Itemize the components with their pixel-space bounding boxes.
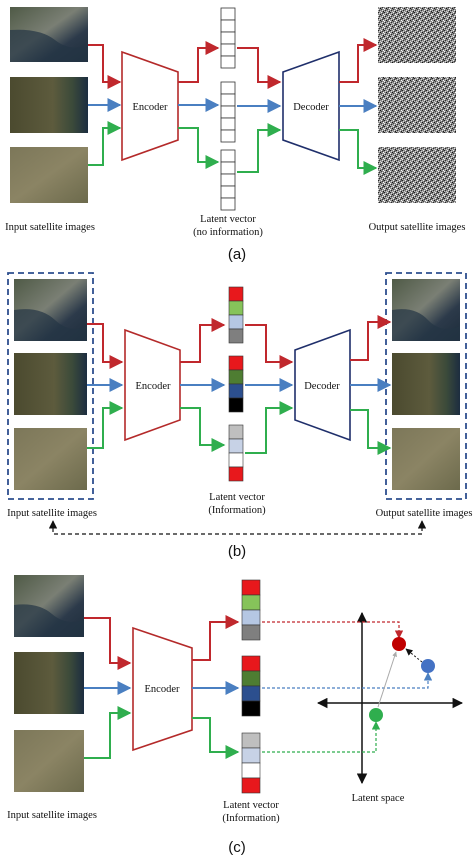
arrow-green-dec xyxy=(237,123,282,173)
output-image-3 xyxy=(392,428,460,490)
arrow-green-in xyxy=(84,706,132,759)
decoder-block xyxy=(282,50,340,162)
decoder-label: Decoder xyxy=(304,381,340,392)
decoder-label: Decoder xyxy=(293,102,329,113)
satellite-image-2 xyxy=(14,353,87,415)
arrow-green-out xyxy=(350,409,392,455)
arrow-red-mid xyxy=(180,318,226,363)
output-caption: Output satellite images xyxy=(376,508,473,519)
satellite-image-2 xyxy=(10,77,88,133)
reconstruction-loss-arrow xyxy=(48,520,427,535)
latent-vector-colored-2 xyxy=(228,355,244,413)
latent-point-red xyxy=(392,637,406,651)
satellite-image-3 xyxy=(14,730,84,792)
encoder-label: Encoder xyxy=(136,381,171,392)
latent-vector-empty-2 xyxy=(220,81,236,143)
relation-green-red xyxy=(377,651,397,708)
output-caption: Output satellite images xyxy=(369,222,466,233)
arrow-red-mid xyxy=(192,615,240,661)
panel-a: Encoder Decoder Input satellit xyxy=(5,7,465,263)
projection-green xyxy=(262,721,381,753)
arrow-red-in xyxy=(87,323,124,369)
satellite-image-2 xyxy=(14,652,84,714)
arrow-green-mid xyxy=(192,717,240,759)
latent-point-blue xyxy=(421,659,435,673)
noise-image-1 xyxy=(378,7,456,63)
projection-red xyxy=(262,621,404,639)
arrow-red-in xyxy=(88,44,122,89)
output-dashed-box xyxy=(385,272,467,500)
arrow-green-out xyxy=(339,129,378,175)
latent-space-caption: Latent space xyxy=(352,793,405,804)
relation-blue-red xyxy=(405,648,423,663)
coastline-1 xyxy=(10,29,88,62)
decoder-block xyxy=(294,328,351,442)
arrow-red-in xyxy=(84,617,132,670)
latent-vector-colored-1 xyxy=(228,286,244,344)
noise-image-3 xyxy=(378,147,456,203)
arrow-red-dec xyxy=(237,47,282,89)
arrow-green-mid xyxy=(178,127,220,169)
latent-caption-line2: (Information) xyxy=(222,813,280,824)
latent-caption-line1: Latent vector xyxy=(223,800,279,811)
latent-caption-line2: (no information) xyxy=(193,227,263,238)
arrow-red-mid xyxy=(178,41,220,83)
arrow-green-in xyxy=(87,401,124,449)
panel-b: Encoder Decoder Input satellite images L… xyxy=(7,272,473,560)
encoder-block xyxy=(132,626,193,752)
encoder-label: Encoder xyxy=(145,684,180,695)
input-caption: Input satellite images xyxy=(7,810,97,821)
encoder-block xyxy=(121,50,179,162)
output-satellite-images xyxy=(392,279,460,490)
latent-caption-line2: (Information) xyxy=(208,505,266,516)
input-satellite-images xyxy=(14,575,84,792)
encoder-block xyxy=(124,328,181,442)
encoder-label: Encoder xyxy=(133,102,168,113)
latent-vector-colored-1 xyxy=(241,579,261,641)
latent-point-green xyxy=(369,708,383,722)
coastline-1 xyxy=(14,309,87,341)
arrow-green-in xyxy=(88,121,122,166)
output-image-2 xyxy=(392,353,460,415)
arrow-green-mid xyxy=(180,407,226,452)
latent-vector-empty-3 xyxy=(220,149,236,211)
latent-vector-colored-2 xyxy=(241,655,261,717)
projection-blue xyxy=(262,672,433,689)
arrow-red-out xyxy=(339,38,378,83)
panel-label-b: (b) xyxy=(228,543,246,560)
latent-vector-empty-1 xyxy=(220,7,236,69)
output-coastline-1 xyxy=(392,309,460,341)
satellite-image-3 xyxy=(10,147,88,203)
input-satellite-images xyxy=(14,279,87,490)
satellite-image-3 xyxy=(14,428,87,490)
input-caption: Input satellite images xyxy=(5,222,95,233)
arrow-green-dec xyxy=(245,401,294,454)
arrow-red-out xyxy=(350,315,392,361)
latent-caption-line1: Latent vector xyxy=(209,492,265,503)
latent-vector-colored-3 xyxy=(241,732,261,794)
input-dashed-box xyxy=(7,272,94,500)
noise-image-2 xyxy=(378,77,456,133)
input-satellite-images xyxy=(10,7,88,203)
arrow-red-dec xyxy=(245,324,294,369)
input-caption: Input satellite images xyxy=(7,508,97,519)
coastline-1 xyxy=(14,604,84,637)
latent-vector-colored-3 xyxy=(228,424,244,482)
panel-label-a: (a) xyxy=(228,246,246,263)
panel-c: Encoder Latent space Input satellite ima… xyxy=(7,575,464,856)
output-noise-images xyxy=(378,7,456,203)
panel-label-c: (c) xyxy=(228,839,246,856)
latent-caption-line1: Latent vector xyxy=(200,214,256,225)
